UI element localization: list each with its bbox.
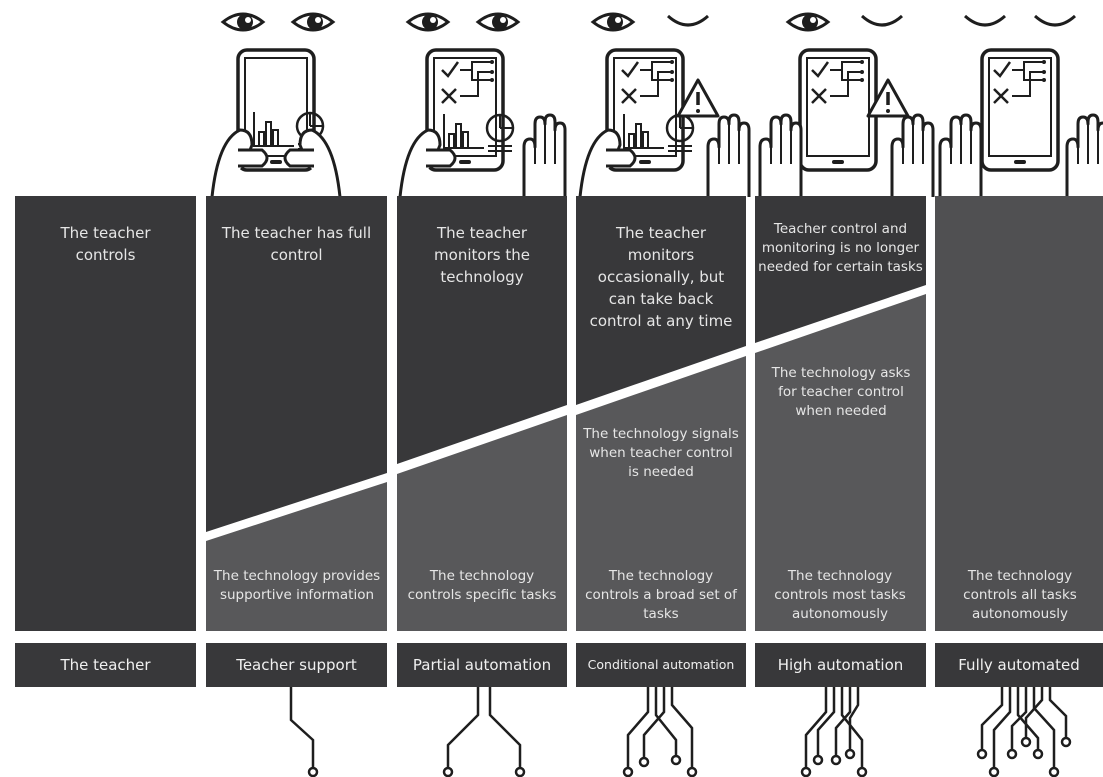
eye-icons-col-5 bbox=[786, 12, 904, 32]
col-2-teacher-text: The teacher has full control bbox=[221, 224, 372, 264]
panel-high-technology-area bbox=[755, 294, 926, 631]
footer-label-teacher-support: Teacher support bbox=[236, 656, 357, 674]
connectors-col-6 bbox=[976, 687, 1072, 777]
panel-conditional-technology-area bbox=[576, 356, 746, 631]
panel-partial-technology-area bbox=[397, 415, 567, 631]
col-3-technology-text: The technology controls specific tasks bbox=[407, 568, 557, 603]
col-2-technology-text: The technology provides supportive infor… bbox=[213, 568, 381, 603]
footer-bar-1 bbox=[15, 643, 196, 687]
footer-bar-5 bbox=[755, 643, 926, 687]
panel-conditional-teacher-area bbox=[576, 196, 746, 405]
col-5-signal-text: The technology asks for teacher control … bbox=[771, 365, 911, 419]
panel-teacher bbox=[15, 196, 196, 631]
col-6-technology-text: The technology controls all tasks autono… bbox=[963, 568, 1077, 622]
connectors-col-5 bbox=[800, 687, 868, 777]
footer-bar-4 bbox=[576, 643, 746, 687]
tablet-icon-col-6 bbox=[938, 48, 1103, 199]
panel-high-teacher-area bbox=[755, 196, 926, 343]
footer-label-conditional-automation: Conditional automation bbox=[587, 657, 735, 672]
col-3-teacher-text: The teacher monitors the technology bbox=[434, 224, 530, 286]
eye-icons-col-4 bbox=[591, 12, 710, 32]
tablet-icon-col-3 bbox=[398, 48, 567, 199]
col-5-teacher-text: Teacher control and monitoring is no lon… bbox=[758, 221, 923, 275]
footer-bar-3 bbox=[397, 643, 567, 687]
panel-partial-teacher-area bbox=[397, 196, 567, 464]
connectors-col-4 bbox=[622, 687, 698, 777]
connectors-col-2 bbox=[289, 687, 319, 777]
col-4-signal-text: The technology signals when teacher cont… bbox=[583, 426, 739, 480]
col-4-teacher-text: The teacher monitors occasionally, but c… bbox=[589, 224, 733, 330]
eye-icons-col-6 bbox=[963, 14, 1077, 27]
connectors-col-3 bbox=[442, 687, 526, 777]
eye-icons-col-2 bbox=[221, 12, 335, 32]
panel-fully-automated bbox=[935, 196, 1103, 631]
tablet-icon-col-5 bbox=[758, 48, 935, 199]
col-4-technology-text: The technology controls a broad set of t… bbox=[585, 568, 737, 622]
col-5-technology-text: The technology controls most tasks auton… bbox=[774, 568, 906, 622]
footer-label-fully-automated: Fully automated bbox=[958, 656, 1080, 674]
panel-teacher-support-teacher-area bbox=[206, 196, 387, 532]
panel-teacher-support-technology-area bbox=[206, 482, 387, 631]
tablet-icon-col-2 bbox=[210, 48, 342, 198]
footer-label-high-automation: High automation bbox=[777, 656, 904, 674]
footer-bar-2 bbox=[206, 643, 387, 687]
footer-label-partial-automation: Partial automation bbox=[412, 656, 552, 674]
col-1-teacher-text: The teacher controls bbox=[60, 224, 151, 264]
tablet-icon-col-4 bbox=[578, 48, 751, 199]
footer-label-teacher: The teacher bbox=[60, 656, 151, 674]
eye-icons-col-3 bbox=[406, 12, 520, 32]
footer-bar-6 bbox=[935, 643, 1103, 687]
